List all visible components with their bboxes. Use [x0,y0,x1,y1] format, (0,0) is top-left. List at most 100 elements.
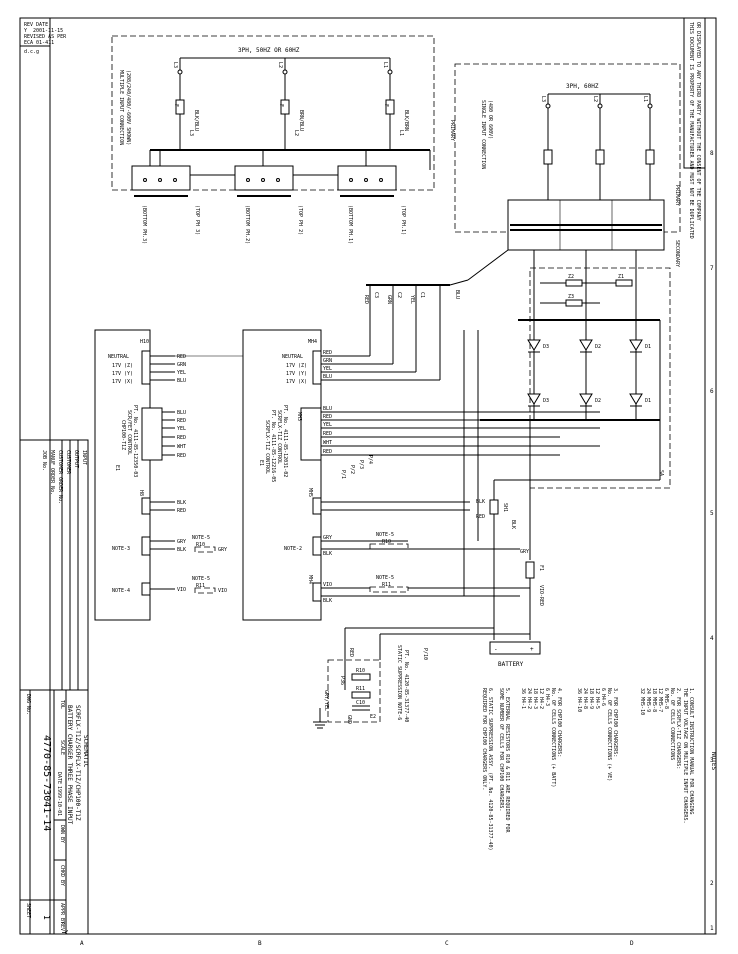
out-p10: P/10 [422,648,428,660]
pl-tap-box-2 [234,165,294,197]
out-fuse-wire: VIO-RED [538,585,544,606]
ss-title-2: PT. No. 4120-85-31377-40 [403,650,409,722]
tb-rev-label: REV [59,922,65,931]
br-mh5-blk: BLK [476,499,485,505]
ss-e2: E2 [370,714,376,720]
note-line-23: 5. EXTERNAL RESISTORS R10 & R11 ARE REQU… [504,688,510,833]
bl-h8-red: RED [177,508,186,514]
pr-line-l2: L2 [592,96,598,102]
br-note2: NOTE-2 [284,546,302,552]
br-gry: GRY [323,535,332,541]
pr-secondary-label: SECONDARY [674,240,680,267]
bl-vio: VIO [177,587,186,593]
bl-title-3: SCR/FET CONTROL [126,410,132,455]
zone-4: 4 [710,635,714,642]
note-line-21: 24 H4-2 [526,688,532,709]
br-wire-3: YEL [323,366,332,372]
d3-top-label: D3 [543,344,549,350]
pl-phase-4: (TOP PH 2) [297,205,303,235]
pr-fuse-3 [543,108,553,200]
bl-mid-2: RED [177,418,186,424]
br-input-4: 17V (X) [286,379,307,385]
bl-title-2: CHP100-T1Z [120,420,126,450]
rev-header: REV DATE [24,22,48,28]
zone-a: A [80,940,84,947]
bl-note5a: NOTE-5 [192,535,210,541]
out-pos: + [530,646,534,653]
primary-left-supply: 3PH, 50HZ OR 60HZ [238,47,300,54]
bl-wire-3: YEL [177,370,186,376]
ss-gnd: GND [346,715,352,724]
br-conn-mh5: MH5 [307,488,313,497]
tb-scale: SCALE [59,740,65,755]
tb-job: JOB No. [41,450,47,471]
cap-bank: C3 C2 C1 RED GRN YEL BLU [363,279,469,330]
rev-line1: REVISED AS PER [24,34,67,40]
pl-tap-box-3 [337,165,397,197]
pl-wire-3: BLK/BRN [403,110,409,131]
notes: NOTES 1. CONSULT INSTRUCTION MANUAL FOR … [481,688,717,851]
pl-tap-box-1 [131,165,191,197]
br-title-3: PT. No. 4111-85-12216-05 [270,410,276,482]
br-p1: P/1 [340,470,346,479]
out-fuse: F1 [538,565,544,571]
rev-no: Y [24,28,27,34]
zone-8: 8 [710,150,714,157]
note-line-18: 6 H4-3 [544,688,550,706]
bl-r11: R11 [196,583,205,589]
d1-top-label: D1 [645,344,651,350]
title-block: INPUT OUTPUT CUSTOMER CUSTOMER ORDER No.… [19,439,89,935]
note-line-8: 32 MH5-10 [639,688,645,715]
br-title-4: SCRFLX-T1Z CONTROL [276,410,282,464]
bl-header-conn: H10 [140,339,149,345]
pr-conn-note-1: SINGLE INPUT CONNECTION [480,100,486,169]
pl-conn-note-1: MULTIPLE INPUT CONNECTION [118,70,124,145]
note-line-3: No. OF CELLS CONNECTIONS [669,688,675,760]
tb-date: 1999-10-01 [56,786,62,816]
tb-sheet: 1 [42,915,51,920]
d3-bottom-label: D3 [543,398,549,404]
cap-c1: C1 [419,292,425,298]
z3-label: Z3 [568,294,574,300]
zone-6: 6 [710,388,714,395]
zone-2: 2 [710,880,714,887]
cap-c2: C2 [396,292,402,298]
pl-fuse-label-1: F [173,104,179,107]
pl-phase-1: (BOTTOM PH.3) [141,205,147,244]
br-p2: P/2 [349,465,355,474]
note-line-12: 12 H4-5 [594,688,600,709]
br-mid-6: RED [323,449,332,455]
pl-phase-6: (TOP PH.1) [400,205,406,235]
bl-wire-4: BLU [177,378,186,384]
revision-block: REV DATE Y 2001-11-15 REVISED AS PER ECA… [24,22,67,55]
br-r10: R10 [382,539,391,545]
bl-title-4: PT. No. 4111-85-12350-03 [132,405,138,477]
pr-line-l1: L1 [642,96,648,102]
svg-text:L3: L3 [188,130,194,136]
pl-wire-1: BLK/BLU [193,110,199,131]
ss-r10: R10 [356,668,365,674]
tb-date-label: DATE [56,772,62,784]
pl-phase-3: (BOTTOM PH.2) [244,205,250,244]
tb-tol: TOL [59,700,65,709]
pl-phase-2: (TOP PH 3) [194,205,200,235]
pl-line-l2: L2 [277,62,283,68]
output-section: SH1 BLK F1 VIO-RED GRY - + BATTERY P/10 [345,420,544,668]
br-header-conn: MH4 [308,339,317,345]
bl-note5b: NOTE-5 [192,576,210,582]
ss-p36: P36 [339,676,345,685]
note-line-11: 6 H4-6 [600,688,606,706]
bl-gry: GRY [177,539,186,545]
zone-c: C [445,940,449,947]
zone-5: 5 [710,510,714,517]
bl-blk: BLK [177,547,186,553]
tb-input: INPUT [81,450,87,465]
svg-text:L2: L2 [293,130,299,136]
note-line-26: REQUIRED FOR CHP100 CHARGERS ONLY. [481,688,487,790]
pr-conn-note-2: (480 OR 600V) [487,100,493,139]
suppressor-z3 [565,299,583,307]
tb-description: BATTERY CHARGER THREE PHASE INPUT [66,705,73,825]
br-input-2: 17V (Z) [286,363,307,369]
primary-left: 3PH, 50HZ OR 60HZ L3 L2 L1 F F F BLK/BLU… [111,35,455,244]
tb-customer: CUSTOMER [65,450,71,475]
